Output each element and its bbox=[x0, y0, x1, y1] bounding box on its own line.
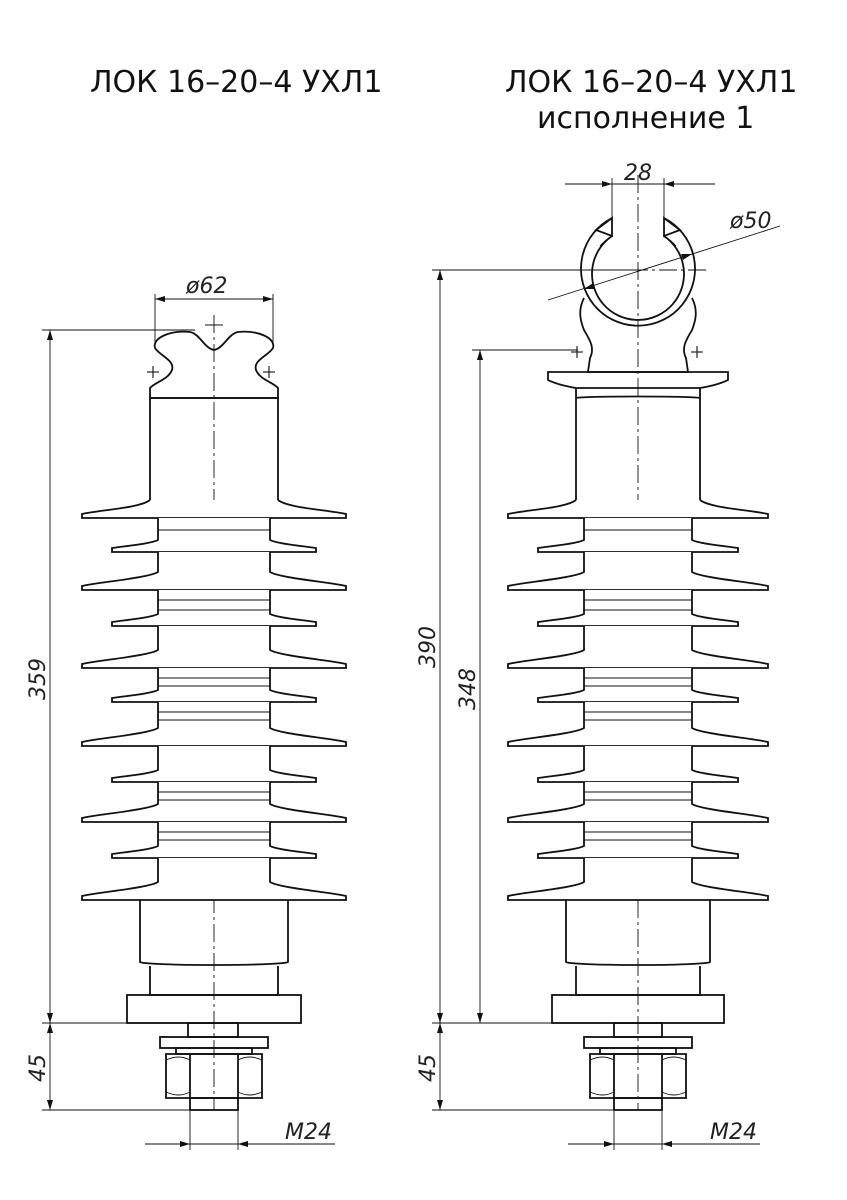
right-eye-head bbox=[547, 216, 729, 500]
right-dim-thread: M24 bbox=[710, 1120, 757, 1145]
left-dim-diameter: ø62 bbox=[185, 274, 227, 299]
right-insulator bbox=[507, 175, 769, 1111]
right-dim-base: 45 bbox=[416, 1054, 441, 1082]
left-dim-thread: M24 bbox=[285, 1120, 332, 1145]
right-dim-eye: ø50 bbox=[729, 209, 771, 234]
right-dim-inner: 348 bbox=[456, 668, 481, 710]
right-sheds bbox=[507, 499, 769, 901]
left-title: ЛОК 16–20–4 УХЛ1 bbox=[90, 65, 382, 100]
left-dimensions: ø62 359 45 M24 bbox=[26, 274, 335, 1150]
left-top-cap bbox=[149, 330, 279, 399]
left-dim-base: 45 bbox=[26, 1054, 51, 1082]
left-sheds bbox=[81, 499, 347, 901]
left-dim-height: 359 bbox=[26, 658, 51, 700]
right-dim-slot: 28 bbox=[624, 161, 652, 186]
right-dim-total: 390 bbox=[416, 626, 441, 668]
right-title-line1: ЛОК 16–20–4 УХЛ1 bbox=[505, 65, 797, 100]
left-insulator bbox=[81, 315, 347, 1111]
right-title-line2: исполнение 1 bbox=[537, 101, 754, 136]
right-dimensions: 28 ø50 390 348 45 M24 bbox=[416, 161, 781, 1150]
